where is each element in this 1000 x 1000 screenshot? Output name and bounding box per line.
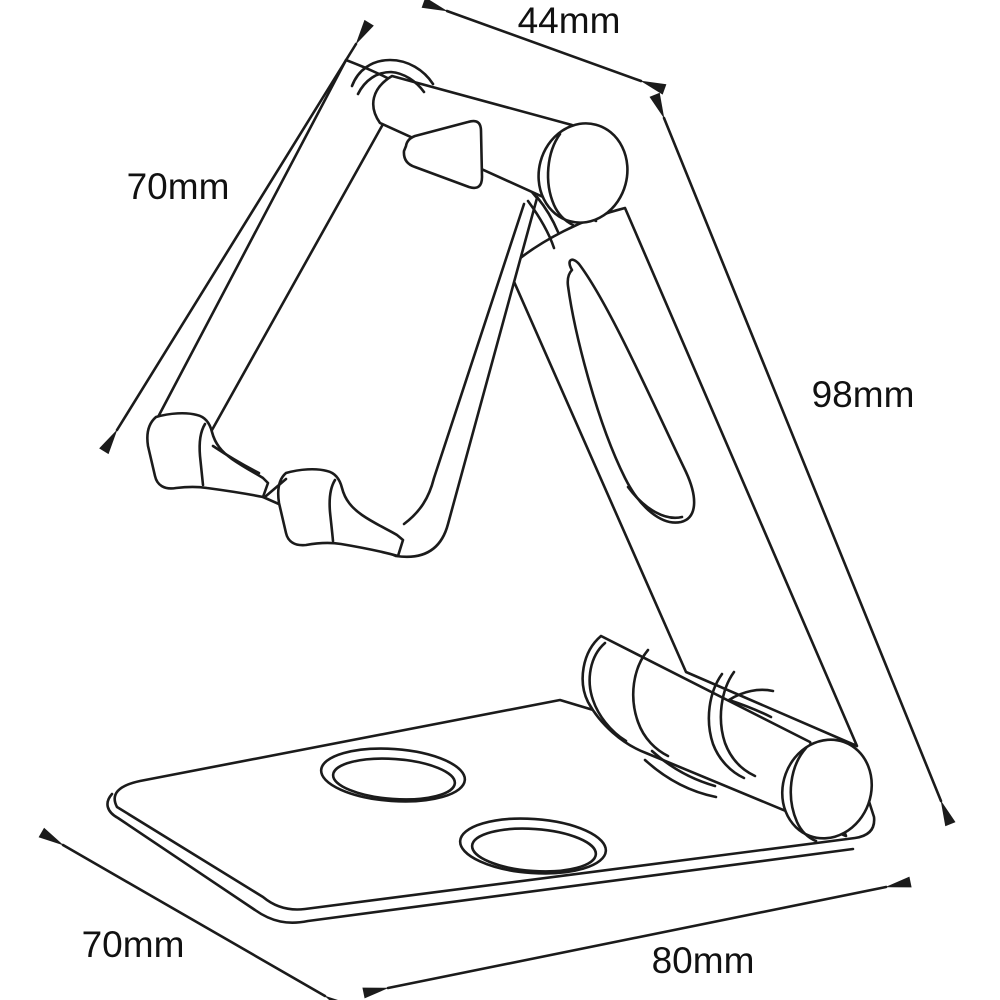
dimension-labels: 44mm 70mm 98mm 70mm 80mm <box>82 0 915 981</box>
dimension-arrow-lower-left <box>38 827 350 1000</box>
base-hole-rear <box>319 747 467 803</box>
panel-thickness-line <box>402 202 526 526</box>
dimension-arrow-right <box>649 92 956 827</box>
right-hook <box>276 467 405 558</box>
top-hinge-end-cap <box>537 122 629 224</box>
rear-support-leg <box>506 206 859 748</box>
panel-slot <box>402 119 484 190</box>
dimension-label-bottom: 80mm <box>652 940 755 981</box>
dimension-label-right: 98mm <box>812 374 915 415</box>
dimension-arrows <box>38 0 956 1000</box>
base-hole-front <box>458 817 608 875</box>
dimension-arrow-bottom <box>362 876 912 999</box>
top-hinge <box>350 58 629 250</box>
dimension-label-upper-left: 70mm <box>127 166 230 207</box>
ledge-line <box>264 477 288 498</box>
dimension-arrow-top <box>421 0 667 95</box>
hinge-panel-tab <box>526 195 560 250</box>
dimension-label-top: 44mm <box>518 0 621 41</box>
dimension-label-lower-left: 70mm <box>82 924 185 965</box>
dimension-arrow-upper-left <box>99 19 374 455</box>
